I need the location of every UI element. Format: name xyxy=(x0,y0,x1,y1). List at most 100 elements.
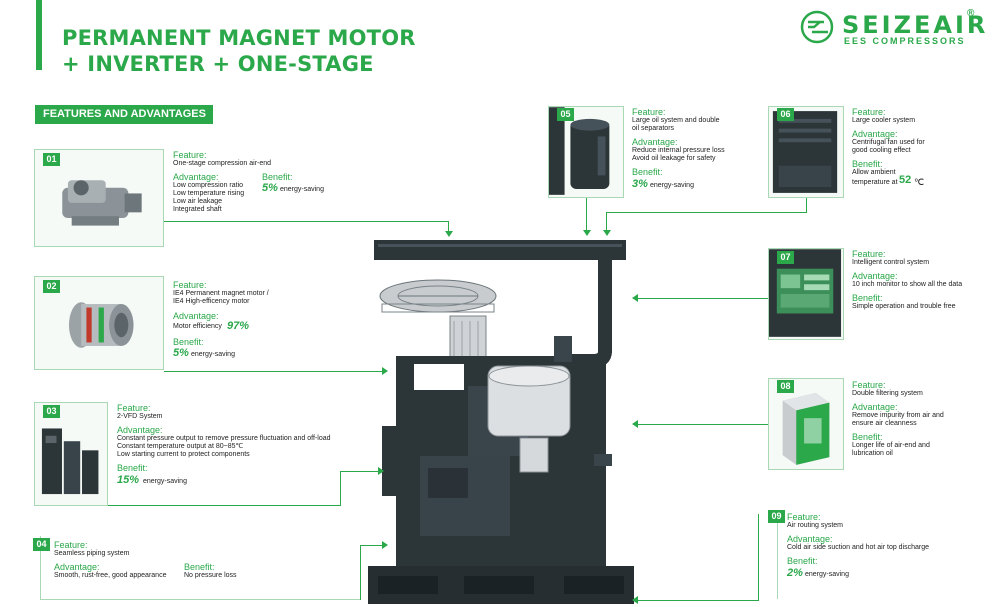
advantage-text-07: 10 inch monitor to show all the data xyxy=(852,281,963,288)
cooler-image xyxy=(772,111,838,193)
connector-01-drop xyxy=(448,221,449,231)
connector-06-v2 xyxy=(606,212,607,230)
feature-label-09: Feature: xyxy=(787,512,821,522)
advantage-text-08b: ensure air cleanness xyxy=(852,420,917,427)
benefit-label-07: Benefit: xyxy=(852,293,883,303)
advantage-text-09: Cold air side suction and hot air top di… xyxy=(787,544,930,551)
filter-image xyxy=(782,392,830,465)
connector-04-v xyxy=(360,545,361,600)
advantage-text-05b: Avoid oil leakage for safety xyxy=(632,155,716,162)
air-end-image xyxy=(62,180,142,226)
connector-08-arrow xyxy=(632,420,638,428)
advantage-label-07: Advantage: xyxy=(852,271,898,281)
connector-02 xyxy=(164,371,382,372)
feature-label-08: Feature: xyxy=(852,380,886,390)
card-09-border-left xyxy=(777,523,778,599)
feature-label-06: Feature: xyxy=(852,107,886,117)
feature-text-05b: oil separators xyxy=(632,125,675,132)
benefit-label-04: Benefit: xyxy=(184,562,215,572)
advantage-text-08a: Remove impurity from air and xyxy=(852,412,944,419)
brand-tagline: EES COMPRESSORS xyxy=(844,36,966,46)
benefit-text-08b: lubrication oil xyxy=(852,450,893,457)
advantage-text-03a: Constant pressure output to remove press… xyxy=(117,435,331,442)
benefit-label-02: Benefit: xyxy=(173,337,204,347)
benefit-label-08: Benefit: xyxy=(852,432,883,442)
advantage-text-01a: Low compression ratio xyxy=(173,182,244,189)
advantage-text-06a: Centrifugal fan used for xyxy=(852,139,925,146)
advantage-text-01d: Integrated shaft xyxy=(173,206,222,213)
connector-07-arrow xyxy=(632,294,638,302)
benefit-value-09: 2% xyxy=(787,567,803,579)
benefit-text-09: energy-saving xyxy=(805,571,849,578)
feature-label-07: Feature: xyxy=(852,249,886,259)
feature-text-08: Double filtering system xyxy=(852,390,923,397)
feature-label-03: Feature: xyxy=(117,403,151,413)
benefit-text-02: energy-saving xyxy=(191,351,235,358)
benefit-value-05: 3% xyxy=(632,178,648,190)
feature-label-05: Feature: xyxy=(632,107,666,117)
benefit-text-08a: Longer life of air-end and xyxy=(852,442,930,449)
feature-number-07: 07 xyxy=(777,251,794,264)
benefit-text-07: Simple operation and trouble free xyxy=(852,303,956,310)
connector-03-h2 xyxy=(340,471,378,472)
advantage-text-03c: Low starting current to protect componen… xyxy=(117,451,250,458)
brand-name: SEIZEAIR xyxy=(842,11,989,39)
benefit-label-09: Benefit: xyxy=(787,556,818,566)
benefit-label-05: Benefit: xyxy=(632,167,663,177)
benefit-text-03: energy-saving xyxy=(143,478,187,485)
advantage-label-05: Advantage: xyxy=(632,137,678,147)
feature-text-06: Large cooler system xyxy=(852,117,916,124)
feature-number-02: 02 xyxy=(43,280,60,293)
feature-card-03 xyxy=(34,402,108,506)
feature-text-02b: IE4 High-efficency motor xyxy=(173,298,250,305)
advantage-text-01b: Low temperature rising xyxy=(173,190,245,197)
advantage-label-09: Advantage: xyxy=(787,534,833,544)
benefit-text-04: No pressure loss xyxy=(184,572,237,579)
connector-08 xyxy=(638,424,768,425)
advantage-text-04: Smooth, rust-free, good appearance xyxy=(54,572,167,579)
feature-number-01: 01 xyxy=(43,153,60,166)
page-title-line-1: PERMANENT MAGNET MOTOR xyxy=(62,26,416,50)
inverter-image xyxy=(41,428,99,495)
connector-09-arrow xyxy=(632,596,638,604)
feature-number-03: 03 xyxy=(43,405,60,418)
advantage-label-02: Advantage: xyxy=(173,311,219,321)
advantage-label-01: Advantage: xyxy=(173,172,219,182)
benefit-unit-06: ℃ xyxy=(914,177,925,187)
benefit-text-06b: temperature at xyxy=(852,179,898,186)
section-title: FEATURES AND ADVANTAGES xyxy=(35,105,213,124)
advantage-text-03b: Constant temperature output at 80~85℃ xyxy=(117,443,244,450)
feature-text-07: Intelligent control system xyxy=(852,259,930,266)
oil-separator-image xyxy=(549,107,610,195)
connector-02-arrow xyxy=(382,367,388,375)
connector-03-v xyxy=(340,471,341,506)
feature-number-06: 06 xyxy=(777,108,794,121)
advantage-label-03: Advantage: xyxy=(117,425,163,435)
feature-text-04: Seamless piping system xyxy=(54,550,130,557)
connector-07 xyxy=(638,298,768,299)
feature-card-04 xyxy=(40,536,360,600)
advantage-label-04: Advantage: xyxy=(54,562,100,572)
feature-card-06 xyxy=(768,106,844,198)
motor-image xyxy=(68,302,134,348)
feature-number-08: 08 xyxy=(777,380,794,393)
connector-01 xyxy=(164,221,449,222)
feature-card-05 xyxy=(548,106,624,198)
benefit-label-01: Benefit: xyxy=(262,172,293,182)
connector-06-v xyxy=(806,198,807,212)
benefit-text-01: energy-saving xyxy=(280,186,324,193)
feature-text-09: Air routing system xyxy=(787,522,844,529)
advantage-text-01c: Low air leakage xyxy=(173,198,223,205)
feature-text-05a: Large oil system and double xyxy=(632,117,720,124)
feature-text-02a: IE4 Permanent magnet motor / xyxy=(173,290,269,297)
connector-05-arrow xyxy=(583,230,591,236)
connector-05 xyxy=(586,198,587,230)
benefit-text-06a: Allow ambient xyxy=(852,169,896,176)
benefit-text-05: energy-saving xyxy=(650,182,694,189)
benefit-value-03: 15% xyxy=(117,474,140,486)
feature-label-01: Feature: xyxy=(173,150,207,160)
benefit-value-02: 5% xyxy=(173,347,189,359)
advantage-label-06: Advantage: xyxy=(852,129,898,139)
connector-03-h xyxy=(108,505,340,506)
feature-label-02: Feature: xyxy=(173,280,207,290)
